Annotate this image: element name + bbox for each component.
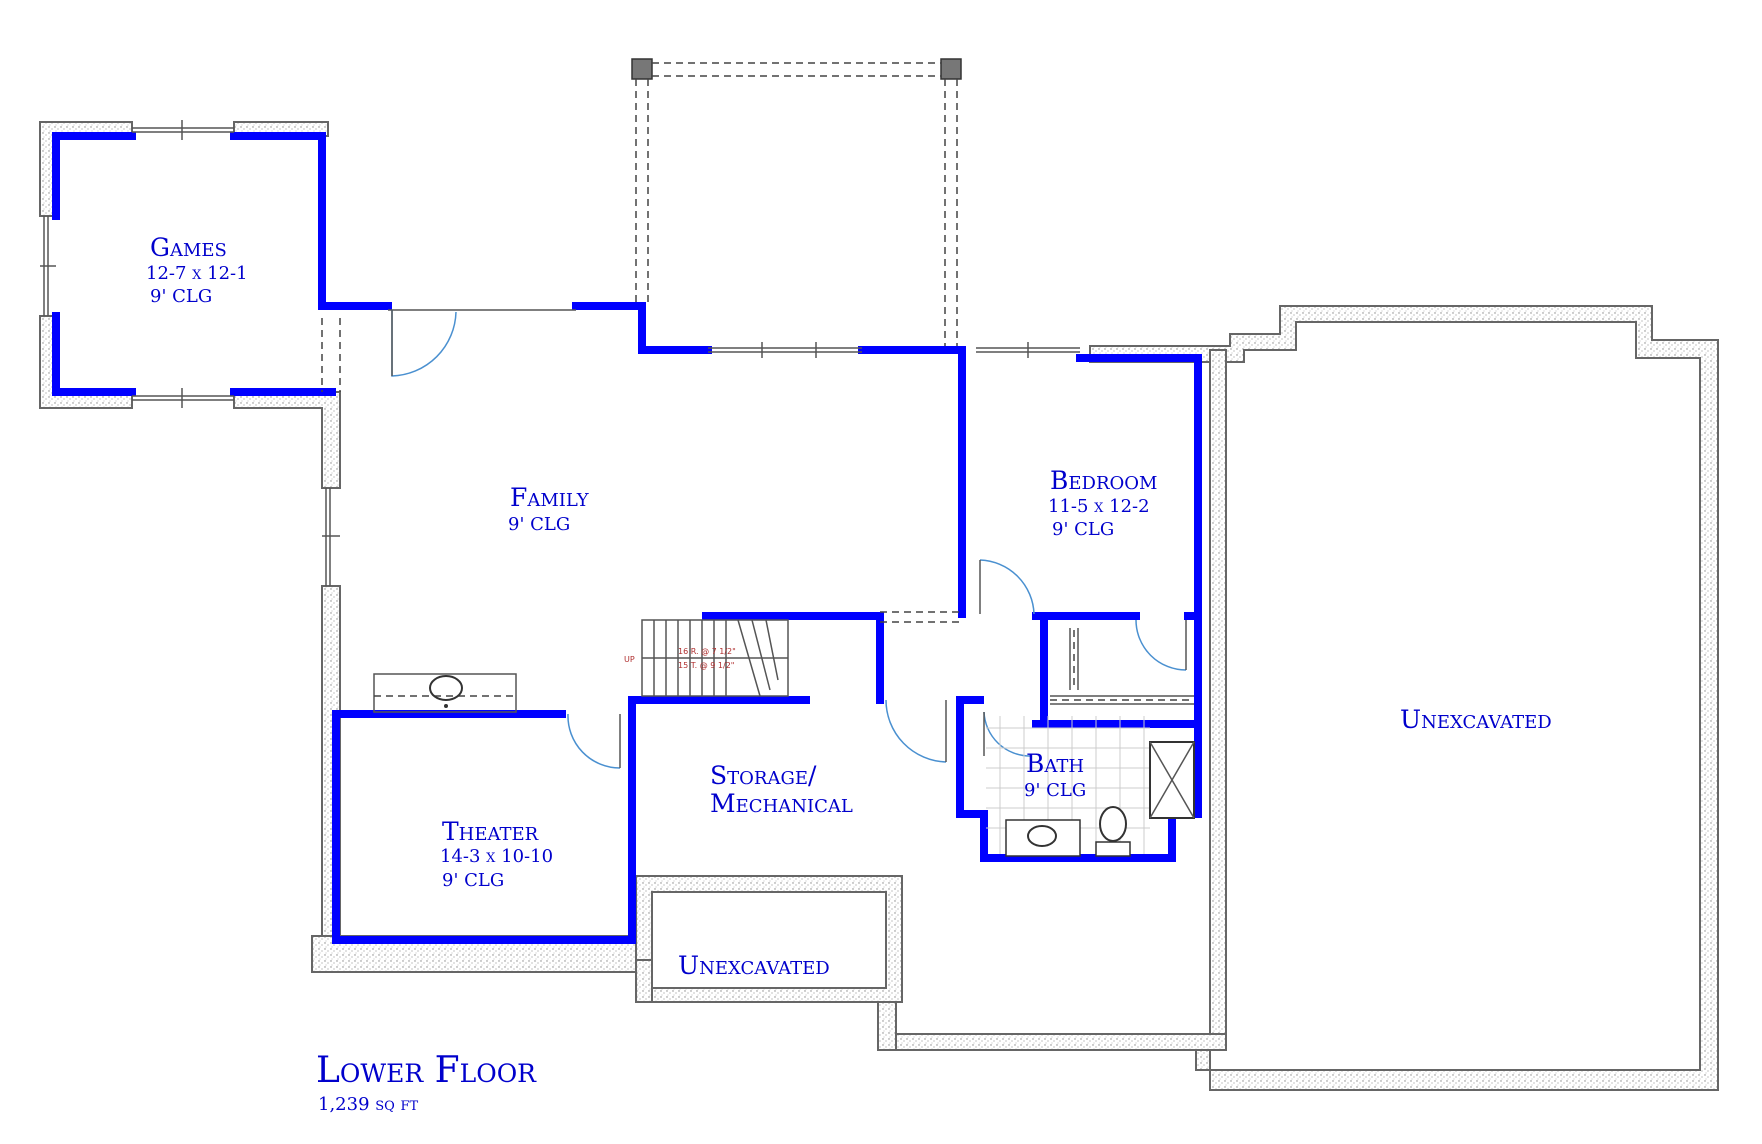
bedroom-name: Bedroom <box>1050 466 1157 495</box>
plan-area: 1,239 sq ft <box>318 1094 419 1115</box>
stairs: UP 16 R. @ 7 1/2" 15 T. @ 9 1/2" <box>624 619 789 697</box>
closet-shelving <box>1050 628 1194 705</box>
theater-ceiling: 9' CLG <box>442 870 504 891</box>
openings <box>40 120 1080 623</box>
bath-name: Bath <box>1026 749 1084 778</box>
storage-name-line2: Mechanical <box>710 789 853 818</box>
title-block: Lower Floor 1,239 sq ft <box>316 1050 537 1115</box>
storage-name-line1: Storage/ <box>710 761 817 790</box>
games-ceiling: 9' CLG <box>150 286 212 307</box>
toilet-icon <box>1099 806 1127 842</box>
sink-icon <box>429 675 463 701</box>
covered-patio <box>631 58 962 352</box>
theater-counter <box>373 673 517 713</box>
stairs-treads: 15 T. @ 9 1/2" <box>678 661 734 670</box>
bedroom-size: 11-5 x 12-2 <box>1048 496 1150 517</box>
games-size: 12-7 x 12-1 <box>146 263 248 284</box>
walls <box>52 132 1202 944</box>
games-name: Games <box>150 233 227 262</box>
stairs-risers: 16 R. @ 7 1/2" <box>678 647 736 656</box>
theater-size: 14-3 x 10-10 <box>440 846 553 867</box>
stairs-direction: UP <box>624 655 635 664</box>
door-swings <box>391 310 1187 769</box>
bath-ceiling: 9' CLG <box>1024 780 1086 801</box>
right-foundation <box>635 305 1719 1091</box>
family-ceiling: 9' CLG <box>508 514 570 535</box>
unexcavated-right-name: Unexcavated <box>1400 705 1552 734</box>
theater-name: Theater <box>442 817 539 846</box>
patio-post-left <box>631 58 653 80</box>
family-name: Family <box>510 483 590 512</box>
bath-sink-icon <box>1027 825 1057 847</box>
bedroom-ceiling: 9' CLG <box>1052 519 1114 540</box>
bath-fixtures <box>986 716 1195 857</box>
room-labels: Games 12-7 x 12-1 9' CLG Family 9' CLG B… <box>146 233 1552 980</box>
toilet-tank <box>1095 841 1131 857</box>
patio-post-right <box>940 58 962 80</box>
plan-title: Lower Floor <box>316 1050 537 1091</box>
unexcavated-small-name: Unexcavated <box>678 951 830 980</box>
